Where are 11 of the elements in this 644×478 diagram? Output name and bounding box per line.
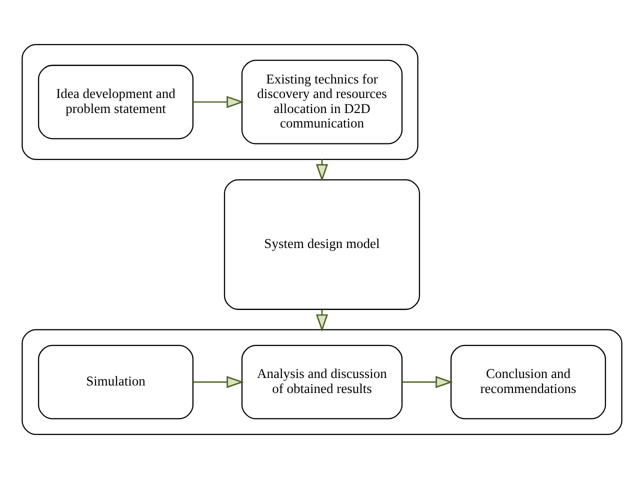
- cluster: [22, 43, 418, 160]
- node-box: System design model: [224, 178, 420, 310]
- arrow: [402, 375, 453, 388]
- arrow: [193, 375, 244, 388]
- node-box: Analysis and discussion of obtained results: [241, 344, 403, 419]
- node-box: Idea development and problem statement: [38, 64, 194, 139]
- cluster: [22, 328, 622, 435]
- node-box: Conclusion and recommendations: [450, 344, 606, 419]
- node-box: Existing technics for discovery and resources allocation in D2D communication: [241, 59, 403, 144]
- node-box: Simulation: [38, 344, 194, 419]
- arrow: [193, 95, 244, 108]
